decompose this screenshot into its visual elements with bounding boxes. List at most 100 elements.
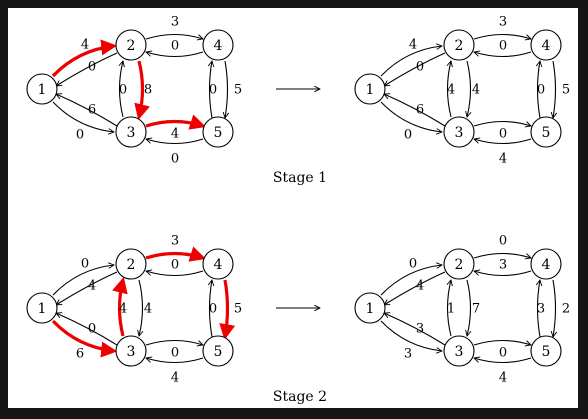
stage-2-after-edge-2-to-4-capacity: 0 (499, 234, 507, 249)
stage-1-after-node-3: 3 (443, 116, 475, 148)
stage-2-before-node-3: 3 (115, 335, 147, 367)
stage-2-after-node-3: 3 (443, 335, 475, 367)
stage-1-after-edge-3-to-5-capacity: 0 (499, 127, 507, 142)
stage-2-after-edge-1-to-3-capacity: 3 (404, 347, 412, 362)
stage-1-before-node-1: 1 (26, 73, 58, 105)
stage-1-after-edge-3-to-5 (473, 120, 531, 127)
stage-1-before-node-5-circle (202, 116, 234, 148)
stage-2-after-edge-4-to-5 (553, 279, 556, 337)
stage-1-caption: Stage 1 (273, 170, 327, 186)
stage-2-before-edge-3-to-2 (112, 276, 128, 337)
stage-1-before-edge-4-to-5 (225, 60, 228, 118)
stage-2-after-edge-2-to-3-capacity: 7 (472, 302, 480, 317)
stage-2-after-edge-5-to-3 (474, 358, 532, 364)
stage-2-before-edge-5-to-4 (210, 280, 213, 338)
stage-2-before-edge-4-to-5-capacity: 5 (234, 302, 242, 317)
stage-1-after-node-4-circle (530, 29, 562, 61)
stage-1-after-node-2: 2 (443, 29, 475, 61)
stage-1-after-edge-3-to-2-capacity: 4 (447, 83, 455, 98)
stage-1-before-edge-1-to-3-capacity: 0 (76, 128, 84, 143)
stage-1-before-edge-5-to-3 (146, 139, 204, 145)
stage-2-after-node-4-circle (530, 248, 562, 280)
stage-2-after-edge-3-to-5-capacity: 0 (499, 346, 507, 361)
stage-2-before-edge-2-to-3-capacity: 4 (144, 302, 152, 317)
stage-1-after-edge-3-to-2 (448, 61, 452, 118)
stage-2-after-edge-3-to-2-capacity: 1 (447, 302, 455, 317)
stage-2-after-edge-1-to-2 (380, 265, 442, 296)
stage-1-after-node-3-label: 3 (455, 125, 464, 141)
stage-2-caption: Stage 2 (273, 389, 327, 405)
stage-1-before-edge-3-to-5 (145, 114, 207, 130)
stage-2-before-edge-4-to-5 (219, 279, 236, 341)
stage-1-after-edge-5-to-4-capacity: 0 (537, 83, 545, 98)
stage-1-after-edge-4-to-2-capacity: 0 (499, 39, 507, 54)
stage-1-before-node-3-circle (115, 116, 147, 148)
stage-1-before-node-1-circle (26, 73, 58, 105)
stage-2-after-edge-1-to-3 (380, 320, 442, 351)
stage-1-before-edge-3-to-2 (120, 61, 124, 118)
stage-1-before-edge-2-to-1 (56, 52, 118, 86)
stage-2-before-edge-4-to-2 (146, 271, 204, 277)
stage-1-before-node-2-label: 2 (127, 38, 136, 54)
stage-2-before-edge-3-to-5 (145, 339, 203, 346)
stage-2-after-edge-4-to-2 (474, 271, 532, 277)
stage-1-before-edge-2-to-1-capacity: 0 (88, 60, 96, 75)
stage-2-before-node-4-label: 4 (214, 257, 223, 273)
stage-2-before-node-3-circle (115, 335, 147, 367)
stage-2-after-edge-3-to-1 (384, 313, 446, 346)
stage-2-before-node-5-circle (202, 335, 234, 367)
stage-1-before-node-5-label: 5 (214, 125, 223, 141)
stage-2-after-node-5-label: 5 (542, 344, 551, 360)
stage-2-before-node-4-circle (202, 248, 234, 280)
stage-1-after-edge-5-to-4 (538, 61, 541, 119)
stage-2-before-node-5-label: 5 (214, 344, 223, 360)
stage-1-before-edge-5-to-4-capacity: 0 (209, 83, 217, 98)
stage-2-after-edge-2-to-1-capacity: 4 (416, 279, 424, 294)
stage-2-before-edge-2-to-4-capacity: 3 (171, 234, 179, 249)
stage-2-after-edge-2-to-1 (384, 271, 446, 305)
stage-2-before-edge-3-to-2-capacity: 4 (119, 302, 127, 317)
stage-1-after-edge-4-to-2 (474, 52, 532, 58)
stage-2-before-edge-1-to-2 (52, 265, 114, 296)
stage-1-before-edge-4-to-2 (146, 52, 204, 58)
stage-2-before-node-2-circle (115, 248, 147, 280)
stage-1-after-edge-1-to-3-capacity: 0 (404, 128, 412, 143)
stage-2-before-edge-1-to-3 (51, 319, 118, 358)
stage-1-after-node-4-label: 4 (542, 38, 551, 54)
stage-1-after-node-1: 1 (354, 73, 386, 105)
stage-1-before-edge-5-to-3-capacity: 0 (171, 152, 179, 167)
stage-2-after-node-1-label: 1 (366, 301, 375, 317)
stage-1-before-edge-3-to-2-capacity: 0 (119, 83, 127, 98)
stage-1-before-edge-4-to-2-capacity: 0 (171, 39, 179, 54)
stage-1-after-edge-2-to-1-capacity: 0 (416, 60, 424, 75)
stage-2-before-edge-3-to-1-capacity: 0 (88, 322, 96, 337)
stage-1-after-node-5-circle (530, 116, 562, 148)
stage-1-before-node-5: 5 (202, 116, 234, 148)
stage-1-before-node-4: 4 (202, 29, 234, 61)
stage-2-after-node-1: 1 (354, 292, 386, 324)
stage-2-before-edge-2-to-1 (56, 271, 118, 305)
stage-1-after-edge-4-to-5-capacity: 5 (562, 83, 570, 98)
stage-2-after-edge-4-to-5-capacity: 2 (562, 302, 570, 317)
stage-1-before-edge-2-to-4 (145, 33, 203, 40)
stage-1-after-edge-3-to-1 (384, 94, 446, 127)
stage-2-after-node-1-circle (354, 292, 386, 324)
stage-2-after-edge-3-to-5 (473, 339, 531, 346)
stage-1-before-edge-2-to-3-capacity: 8 (144, 83, 152, 98)
stage-1-after-edge-1-to-2-capacity: 4 (409, 38, 417, 53)
stage-1-after-edge-1-to-3 (380, 101, 442, 132)
stage-2-after-node-3-circle (443, 335, 475, 367)
stage-1-before-node-2: 2 (115, 29, 147, 61)
stage-1-after-node-4: 4 (530, 29, 562, 61)
stage-1-after-node-2-label: 2 (455, 38, 464, 54)
stage-2-before-node-1-label: 1 (38, 301, 47, 317)
stage-1-after-node-3-circle (443, 116, 475, 148)
stage-1-before-edge-1-to-2-capacity: 4 (81, 38, 89, 53)
stage-2-after-edge-3-to-2 (448, 280, 452, 337)
stage-1-before-node-4-circle (202, 29, 234, 61)
stage-1-after-node-5-label: 5 (542, 125, 551, 141)
